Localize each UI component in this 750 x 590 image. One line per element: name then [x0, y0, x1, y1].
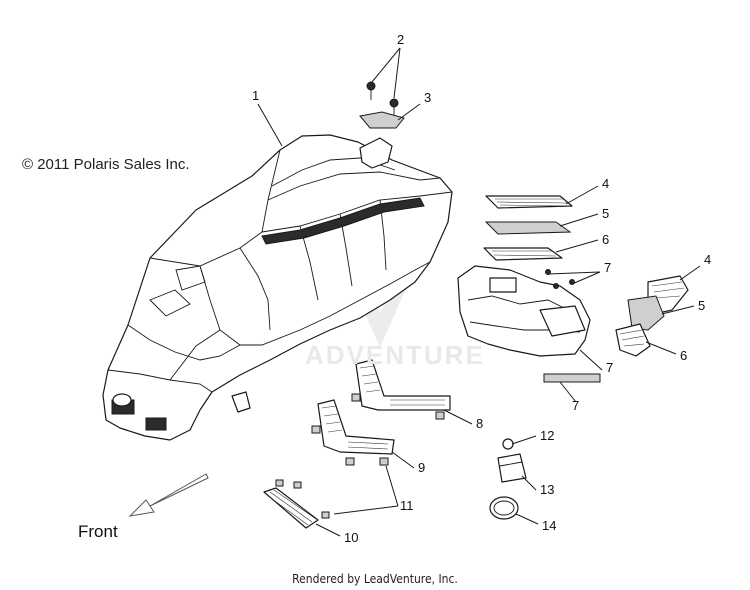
- callout-5-top: 5: [602, 206, 609, 221]
- callout-6-right: 6: [680, 348, 687, 363]
- front-direction-arrow: [128, 473, 209, 517]
- callout-12: 12: [540, 428, 554, 443]
- hood-part-1: [102, 134, 453, 441]
- front-label: Front: [78, 522, 118, 541]
- callout-2: 2: [397, 32, 404, 47]
- mesh-panel-part-9: [311, 399, 395, 466]
- ring-part-14: [489, 496, 519, 520]
- airbox-assembly: [457, 265, 601, 383]
- callout-9: 9: [418, 460, 425, 475]
- grille-stack-top: [483, 195, 573, 261]
- mesh-panel-part-8: [351, 359, 451, 420]
- copyright-notice: © 2011 Polaris Sales Inc.: [22, 156, 190, 173]
- fasteners-part-2: [366, 81, 399, 116]
- rendered-by-footer: Rendered by LeadVenture, Inc.: [292, 572, 458, 586]
- callout-3: 3: [424, 90, 431, 105]
- callout-7-screws: 7: [604, 260, 611, 275]
- grille-stack-right: [615, 275, 689, 357]
- callout-5-right: 5: [698, 298, 705, 313]
- watermark-text: ADVENTURE: [305, 340, 485, 370]
- callout-11: 11: [400, 498, 414, 513]
- callout-1: 1: [252, 88, 259, 103]
- clip-part-12: [502, 438, 514, 450]
- callout-7-airbox: 7: [606, 360, 613, 375]
- leader-lines: [257, 47, 701, 537]
- callout-13: 13: [540, 482, 554, 497]
- callout-labels: 1 2 3 4 5 6 7 7 7 4 5 6 8 9 10 11 12 13 …: [252, 32, 711, 545]
- callout-8: 8: [476, 416, 483, 431]
- callout-4-top: 4: [602, 176, 609, 191]
- callout-4-right: 4: [704, 252, 711, 267]
- vent-grille-part-10: [263, 479, 330, 529]
- callout-14: 14: [542, 518, 556, 533]
- bracket-part-3: [359, 111, 405, 129]
- bracket-part-13: [497, 453, 527, 483]
- callout-7-strip: 7: [572, 398, 579, 413]
- callout-10: 10: [344, 530, 358, 545]
- callout-6-top: 6: [602, 232, 609, 247]
